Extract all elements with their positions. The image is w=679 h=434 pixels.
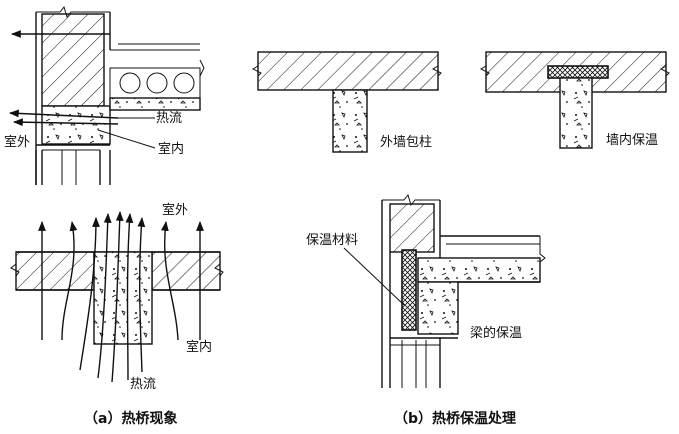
wall-junction-diagram: 热流 室外 室内 xyxy=(4,5,205,185)
caption-a: （a）热桥现象 xyxy=(84,410,177,427)
insulation-strip xyxy=(547,65,609,79)
heat-flow-label: 热流 xyxy=(156,111,182,126)
caption-b: （b）热桥保温处理 xyxy=(394,410,516,427)
hollow-slab xyxy=(109,67,201,99)
masonry-wall xyxy=(41,13,105,107)
beam xyxy=(417,281,459,335)
indoor-label: 室内 xyxy=(158,141,184,157)
column xyxy=(332,89,368,153)
internal-insulation-diagram: 墙内保温 xyxy=(479,51,670,149)
slab-heat-flow-diagram: 室外 室内 热流 xyxy=(10,202,224,392)
floor-topping xyxy=(109,97,201,111)
insulation-material-label: 保温材料 xyxy=(306,233,358,248)
beam-insulation-label: 梁的保温 xyxy=(470,325,522,341)
beam-insulation-diagram: 保温材料 梁的保温 xyxy=(306,193,546,388)
column-wrap-diagram: 外墙包柱 xyxy=(251,51,442,153)
insulation-material xyxy=(401,249,417,331)
wall-inside-label: 墙内保温 xyxy=(606,132,658,148)
column xyxy=(559,77,593,149)
outdoor-label: 室外 xyxy=(162,202,188,218)
column-outside-label: 外墙包柱 xyxy=(380,135,432,150)
concrete-beam xyxy=(41,105,111,145)
indoor-label: 室内 xyxy=(186,339,212,355)
heat-flow-label: 热流 xyxy=(130,377,156,392)
outdoor-label: 室外 xyxy=(4,134,30,150)
